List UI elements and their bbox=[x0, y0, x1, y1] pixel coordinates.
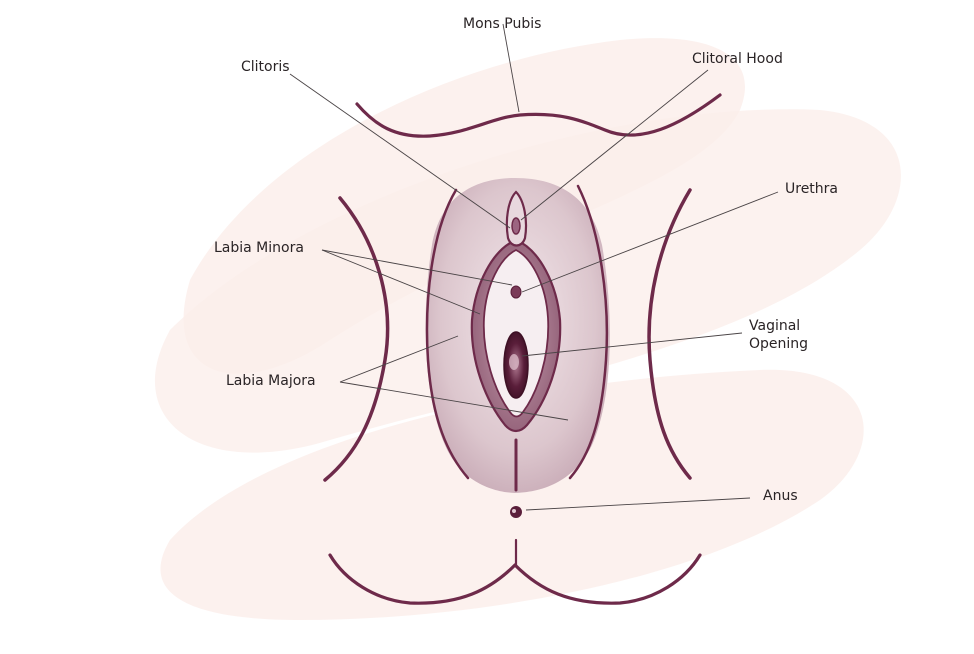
left-thigh-crease bbox=[323, 196, 390, 482]
label-mons-pubis: Mons Pubis bbox=[463, 16, 541, 32]
vaginal-opening-highlight bbox=[509, 354, 519, 370]
label-clitoris: Clitoris bbox=[241, 59, 290, 75]
label-anus: Anus bbox=[763, 488, 798, 504]
urethra bbox=[510, 285, 522, 299]
anus bbox=[510, 506, 522, 518]
labels: Mons Pubis Clitoris Clitoral Hood Urethr… bbox=[214, 16, 838, 504]
label-urethra: Urethra bbox=[785, 181, 838, 197]
label-vaginal-opening-line2: Opening bbox=[749, 336, 808, 352]
label-clitoral-hood: Clitoral Hood bbox=[692, 51, 783, 67]
label-labia-majora: Labia Majora bbox=[226, 373, 316, 389]
label-vaginal-opening-line1: Vaginal bbox=[749, 318, 800, 334]
label-labia-minora: Labia Minora bbox=[214, 240, 304, 256]
leader-lines bbox=[289, 23, 779, 511]
anus-highlight bbox=[512, 509, 516, 513]
clitoris bbox=[511, 217, 521, 235]
mons-pubis-outline bbox=[355, 93, 722, 138]
